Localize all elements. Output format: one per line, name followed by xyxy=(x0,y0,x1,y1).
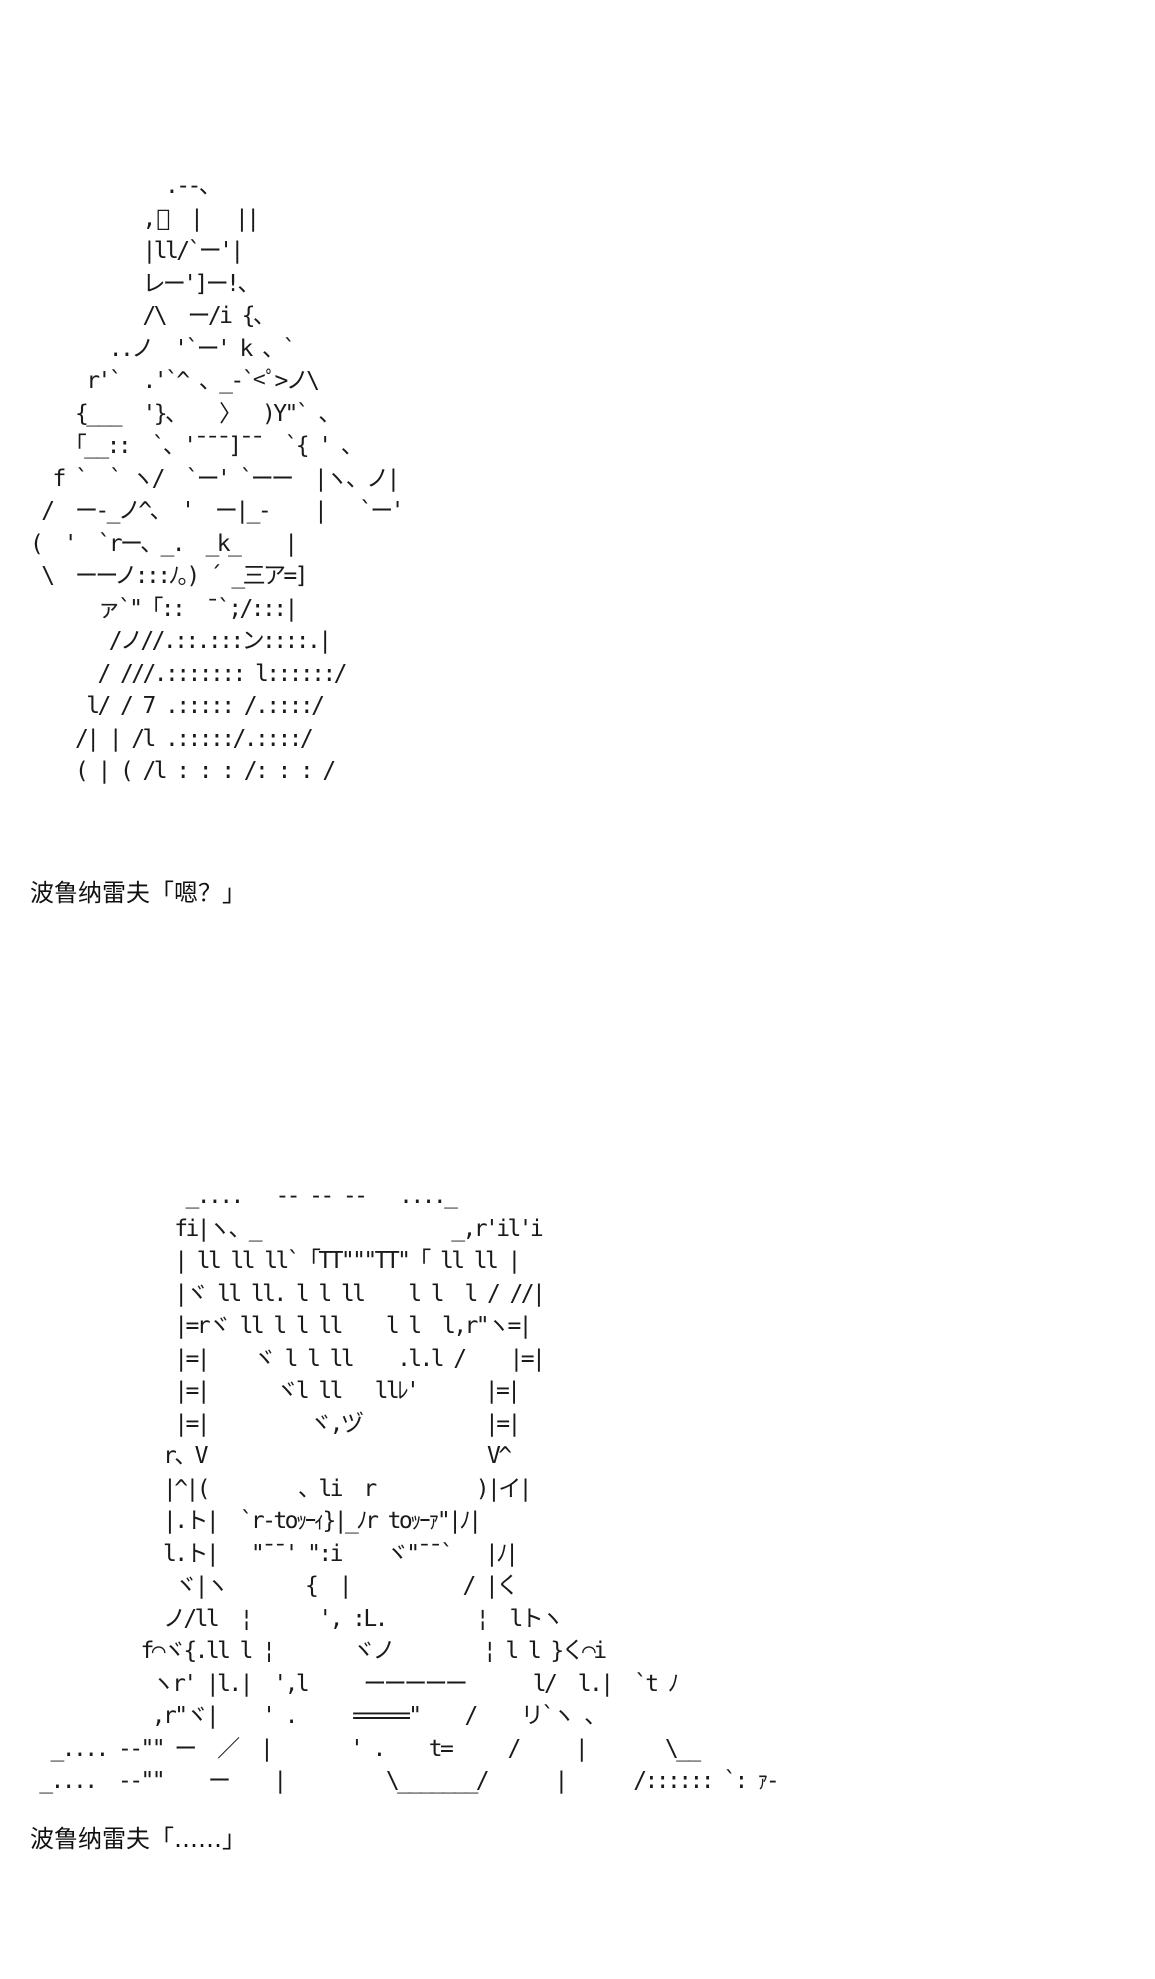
ascii-art-polnareff-closeup: _.... -- -- -- ...._ fi|ヽ、_ _,r'il'i | l… xyxy=(39,1183,779,1794)
dialogue-caption-2: 波鲁纳雷夫「……」 xyxy=(30,1825,246,1853)
ascii-art-panel-1: .--、 ,ﾞ | || |ll/`ー'| レー']ー!、 /\ ー/i {、 … xyxy=(0,170,1155,860)
dialogue-caption-1: 波鲁纳雷夫「嗯？」 xyxy=(30,879,246,907)
ascii-art-polnareff-muscular: .--、 ,ﾞ | || |ll/`ー'| レー']ー!、 /\ ー/i {、 … xyxy=(30,173,405,784)
ascii-art-panel-2: _.... -- -- -- ...._ fi|ヽ、_ _,r'il'i | l… xyxy=(0,1180,1155,1800)
